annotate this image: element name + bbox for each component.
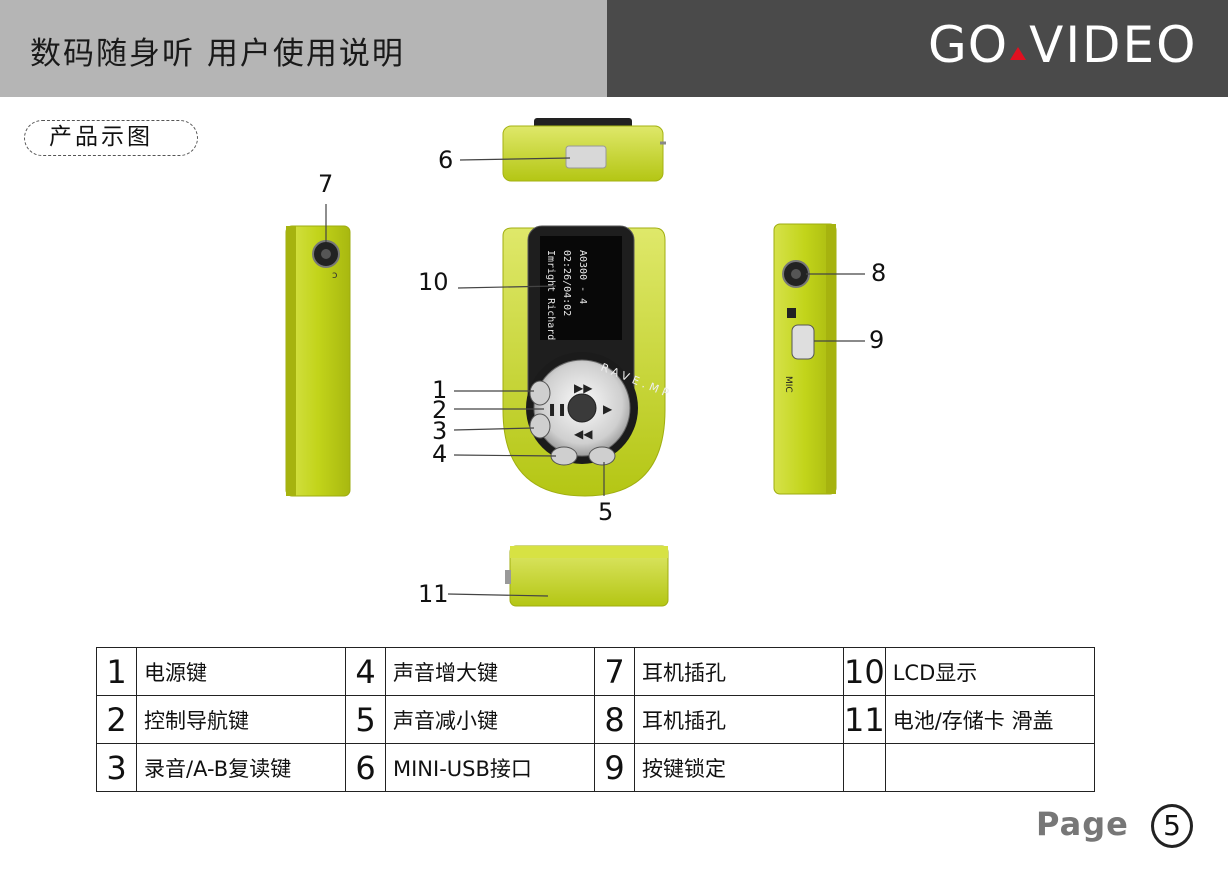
legend-num: 2 (96, 695, 137, 744)
page-label: Page (1036, 805, 1129, 843)
callout-8: 8 (871, 259, 887, 287)
callout-1: 1 (432, 376, 448, 404)
callout-4: 4 (432, 440, 448, 468)
legend-num: 9 (594, 743, 635, 792)
legend-label: 声音减小键 (385, 695, 595, 744)
callout-9: 9 (869, 326, 885, 354)
callout-5: 5 (598, 498, 614, 526)
brand-logo: GO VIDEO (928, 16, 1198, 74)
legend-num: 11 (843, 695, 886, 744)
lock-icon (787, 308, 796, 318)
lock-switch-icon (791, 324, 815, 360)
legend-label: 声音增大键 (385, 647, 595, 696)
legend-num: 1 (96, 647, 137, 696)
legend-num (843, 743, 886, 792)
record-button-icon (529, 413, 551, 439)
callout-3: 3 (432, 417, 448, 445)
legend-label: 电池/存储卡 滑盖 (884, 695, 1095, 744)
legend-row: 2 控制导航键 5 声音减小键 8 耳机插孔 11 电池/存储卡 滑盖 (96, 695, 1095, 744)
svg-text:❚❚: ❚❚ (547, 402, 567, 416)
svg-text:◀◀: ◀◀ (574, 427, 593, 441)
brand-go: GO (928, 16, 1009, 74)
legend-label (884, 743, 1095, 792)
legend-label: 耳机插孔 (634, 647, 844, 696)
legend-label: LCD显示 (884, 647, 1095, 696)
legend-num: 3 (96, 743, 137, 792)
legend-table: 1 电源键 4 声音增大键 7 耳机插孔 10 LCD显示 2 控制导航键 5 … (96, 647, 1095, 792)
lcd-line-3: 02:26/04:02 (561, 250, 572, 316)
legend-label: 控制导航键 (136, 695, 346, 744)
header-left-band: 数码随身听 用户使用说明 (0, 0, 607, 97)
callout-6: 6 (438, 146, 454, 174)
device-left-view: ↄ (285, 225, 351, 497)
device-front-view: A0300 - 4 02:26/04:02 Imright Richard RA… (502, 225, 674, 497)
legend-num: 6 (345, 743, 386, 792)
legend-num: 7 (594, 647, 635, 696)
page-title: 数码随身听 用户使用说明 (30, 36, 405, 72)
section-tag: 产品示图 (24, 120, 198, 156)
callout-7: 7 (318, 170, 334, 198)
legend-label: 电源键 (136, 647, 346, 696)
power-button-icon (529, 380, 551, 406)
legend-label: 录音/A-B复读键 (136, 743, 346, 792)
lcd-line-1: A0300 - 4 (577, 250, 588, 304)
legend-label: 耳机插孔 (634, 695, 844, 744)
callout-10: 10 (418, 268, 449, 296)
legend-num: 4 (345, 647, 386, 696)
legend-label: 按键锁定 (634, 743, 844, 792)
legend-num: 10 (843, 647, 886, 696)
brand-triangle-icon (1010, 47, 1027, 60)
legend-label: MINI-USB接口 (385, 743, 595, 792)
callout-lines (325, 157, 865, 597)
callout-2: 2 (432, 396, 448, 424)
brand-video: VIDEO (1029, 16, 1198, 74)
mic-label: MIC (783, 376, 793, 393)
legend-row: 1 电源键 4 声音增大键 7 耳机插孔 10 LCD显示 (96, 647, 1095, 696)
page-number: 5 (1151, 804, 1193, 848)
svg-text:ↄ: ↄ (332, 270, 338, 281)
volume-down-button-icon (588, 446, 616, 466)
svg-text:▶: ▶ (603, 402, 613, 416)
header-right-band (607, 0, 1228, 97)
callout-11: 11 (418, 580, 449, 608)
legend-num: 5 (345, 695, 386, 744)
device-bottom-view (505, 545, 669, 607)
device-right-view: MIC (773, 223, 837, 495)
device-top-view (502, 118, 666, 182)
legend-row: 3 录音/A-B复读键 6 MINI-USB接口 9 按键锁定 (96, 743, 1095, 792)
lcd-line-2: Imright Richard (545, 250, 556, 340)
svg-text:▶▶: ▶▶ (574, 381, 593, 395)
legend-num: 8 (594, 695, 635, 744)
